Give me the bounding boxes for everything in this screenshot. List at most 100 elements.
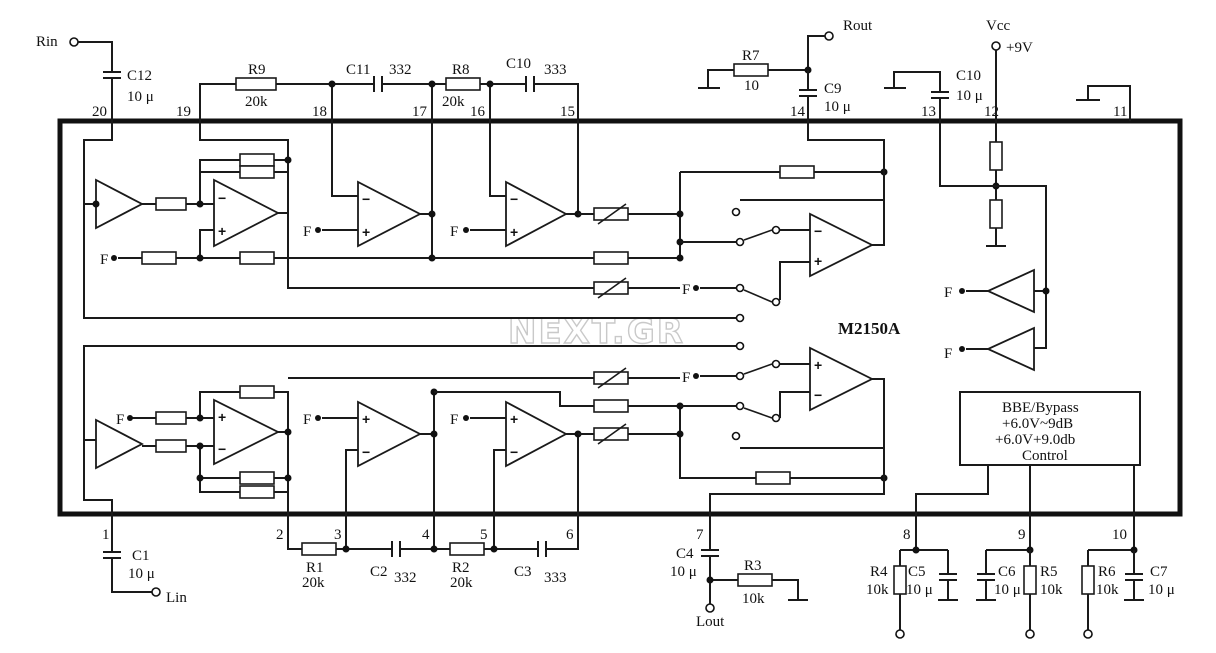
svg-text:+: + (510, 411, 518, 427)
svg-text:F: F (944, 285, 952, 301)
opamp-b3 (505, 400, 568, 468)
r1-resistor (301, 542, 337, 556)
r9-ref: R9 (248, 62, 266, 78)
pin-6: 6 (566, 527, 574, 543)
svg-text:+: + (218, 223, 226, 239)
pin-8: 8 (903, 527, 911, 543)
f-driver-2 (985, 326, 1035, 372)
vcc-terminal (991, 41, 1001, 51)
r8-resistor (445, 77, 481, 91)
r9-value: 20k (245, 94, 268, 110)
svg-text:+: + (218, 409, 226, 425)
r7-value: 10 (744, 78, 759, 94)
vcc-label: Vcc (986, 18, 1010, 34)
svg-text:F: F (303, 412, 311, 428)
r3-resistor (737, 573, 773, 587)
pin-11: 11 (1113, 104, 1127, 120)
r6-resistor (1081, 565, 1095, 595)
r4-value: 10k (866, 582, 889, 598)
c11-ref: C11 (346, 62, 370, 78)
r2-value: 20k (450, 575, 473, 591)
lin-input: C1 10 μ Lin (103, 514, 187, 606)
internal-bias: F F (939, 121, 1050, 372)
c4-ref: C4 (676, 546, 694, 562)
svg-text:−: − (510, 191, 518, 207)
control-box-line-1: BBE/Bypass (1002, 400, 1079, 416)
svg-text:F: F (944, 346, 952, 362)
c7-ref: C7 (1150, 564, 1168, 580)
svg-text:F: F (450, 412, 458, 428)
opamp-a4 (809, 212, 875, 278)
svg-text:+: + (510, 224, 518, 240)
chip-part-number: M2150A (838, 319, 901, 338)
internal-right-channel: − + F − + F − + F (83, 121, 888, 440)
pin-3: 3 (334, 527, 342, 543)
r3-value: 10k (742, 591, 765, 607)
c11-value: 332 (389, 62, 412, 78)
pin-19: 19 (176, 104, 191, 120)
pin-5: 5 (480, 527, 488, 543)
buffer-amplifier-left (95, 418, 144, 470)
rout-label: Rout (843, 18, 873, 34)
r9-resistor (235, 77, 277, 91)
c10b-value: 10 μ (956, 88, 983, 104)
pin-18: 18 (312, 104, 327, 120)
control-box-line-2: +6.0V~9dB (1002, 416, 1073, 432)
pin-14: 14 (790, 104, 806, 120)
opamp-b1 (213, 398, 281, 466)
r5-value: 10k (1040, 582, 1063, 598)
svg-text:+: + (814, 357, 822, 373)
pin-17: 17 (412, 104, 428, 120)
pin-16: 16 (470, 104, 486, 120)
r7-ref: R7 (742, 48, 760, 64)
c3-ref: C3 (514, 564, 532, 580)
internal-left-channel: F + − + − F + − F (83, 346, 1135, 514)
rout-output: Rout R7 10 C9 10 μ (698, 18, 873, 121)
f-driver-1 (985, 268, 1035, 314)
c9-ref: C9 (824, 81, 842, 97)
c7-value: 10 μ (1148, 582, 1175, 598)
c10a-value: 333 (544, 62, 567, 78)
c5-ref: C5 (908, 564, 926, 580)
rin-label: Rin (36, 34, 58, 50)
r1-ref: R1 (306, 560, 324, 576)
c10b-ref: C10 (956, 68, 981, 84)
control-box-line-4: Control (1022, 448, 1068, 464)
opamp-b2 (357, 400, 422, 468)
r1-value: 20k (302, 575, 325, 591)
svg-text:F: F (682, 282, 690, 298)
svg-text:−: − (218, 441, 226, 457)
r8-ref: R8 (452, 62, 470, 78)
c5-value: 10 μ (906, 582, 933, 598)
pin-9: 9 (1018, 527, 1026, 543)
svg-text:+: + (362, 411, 370, 427)
lin-label: Lin (166, 590, 187, 606)
r5-ref: R5 (1040, 564, 1058, 580)
pin-2: 2 (276, 527, 284, 543)
pin-20: 20 (92, 104, 107, 120)
svg-text:−: − (362, 444, 370, 460)
c10a-ref: C10 (506, 56, 531, 72)
lin-terminal (151, 587, 161, 597)
r6-value: 10k (1096, 582, 1119, 598)
r4-resistor (893, 565, 907, 595)
r3-ref: R3 (744, 558, 762, 574)
c1-value: 10 μ (128, 566, 155, 582)
c4-value: 10 μ (670, 564, 697, 580)
pin-15: 15 (560, 104, 575, 120)
svg-text:F: F (682, 370, 690, 386)
c12-ref: C12 (127, 68, 152, 84)
svg-text:F: F (450, 224, 458, 240)
r7-resistor (733, 63, 769, 77)
opamp-a1 (213, 178, 280, 248)
f-label: F (100, 252, 108, 268)
opamp-b4 (809, 346, 875, 412)
svg-text:F: F (303, 224, 311, 240)
c6-ref: C6 (998, 564, 1016, 580)
opamp-a3 (505, 180, 568, 248)
pin-4: 4 (422, 527, 430, 543)
c9-value: 10 μ (824, 99, 851, 115)
lout-terminal (705, 603, 715, 613)
c3-value: 333 (544, 570, 567, 586)
